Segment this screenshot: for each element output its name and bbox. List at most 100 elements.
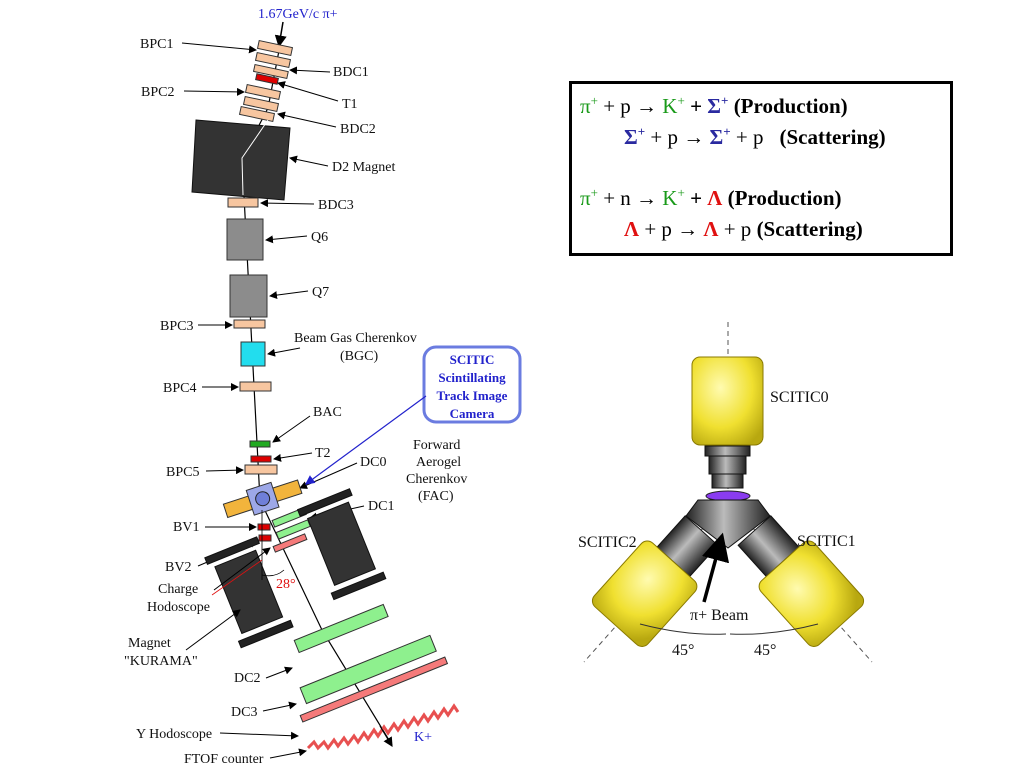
y-hodoscope-pointer <box>219 731 299 740</box>
t2-label: T2 <box>315 446 331 461</box>
scitic-callout-line4: Camera <box>450 406 495 421</box>
bpc5-label: BPC5 <box>166 465 199 480</box>
kurama-lower-pole-a <box>204 536 261 565</box>
reaction-equations: π+ + p → K+ + Σ+ (Production) Σ+ + p → Σ… <box>580 93 886 241</box>
q6-pointer <box>265 235 308 244</box>
beam-track-d2 <box>241 119 269 196</box>
kurama-label-line2: "KURAMA" <box>124 654 198 669</box>
scitic0-lens-1 <box>704 445 751 457</box>
bdc2-chamber <box>238 105 276 123</box>
bdc3-label: BDC3 <box>318 198 354 213</box>
bgc-label-line1: Beam Gas Cherenkov <box>294 331 417 346</box>
bpc1-label: BPC1 <box>140 37 173 52</box>
dc3-label: DC3 <box>231 705 257 720</box>
scitic0-lens-3 <box>711 473 744 489</box>
scitic1-camera-body <box>758 540 865 647</box>
kurama-lower-yoke <box>214 549 284 635</box>
dc2-label: DC2 <box>234 671 260 686</box>
bdc2-pointer <box>277 111 337 128</box>
kurama-label-line1: Magnet <box>128 636 171 651</box>
beam-label: 1.67GeV/c π+ <box>258 7 338 22</box>
scitic2-camera-body <box>591 540 698 647</box>
scitic-callout-line1: SCITIC <box>450 352 495 367</box>
bac-pointer <box>272 415 311 443</box>
kurama-upper-pole-a <box>296 488 353 517</box>
dc1-label: DC1 <box>368 499 394 514</box>
angle-right-label: 45° <box>754 642 776 659</box>
scitic0-camera-body <box>691 356 764 446</box>
angle-red-line <box>211 559 263 596</box>
scitic2-label: SCITIC2 <box>578 534 637 551</box>
bpc1-counter-b <box>254 51 292 69</box>
bpc2-label: BPC2 <box>141 85 174 100</box>
bpc1-counter <box>256 39 294 57</box>
dc0-label: DC0 <box>360 455 386 470</box>
bv2-counter <box>258 534 272 542</box>
q6-label: Q6 <box>311 230 328 245</box>
d2-magnet <box>191 119 291 201</box>
bpc2-pointer <box>183 87 245 96</box>
dc3-pointer <box>262 701 297 712</box>
fac-label-line2: Aerogel <box>416 455 461 470</box>
bgc-counter <box>240 341 266 367</box>
y-hodoscope <box>299 656 449 723</box>
scitic0-label: SCITIC0 <box>770 389 829 406</box>
scitic-callout-box <box>422 345 522 424</box>
bpc5-counter <box>244 464 278 475</box>
bv2-label: BV2 <box>165 560 191 575</box>
ftof-counter <box>306 703 460 751</box>
charge-hodoscope <box>272 533 308 553</box>
scitic0-lens-2 <box>708 455 747 475</box>
bdc2-label: BDC2 <box>340 122 376 137</box>
scitic-central-housing <box>685 499 771 549</box>
bpc4-counter <box>239 381 272 392</box>
bpc3-label: BPC3 <box>160 319 193 334</box>
bpc1-pointer <box>181 42 257 54</box>
kurama-lower-pole-b <box>237 619 294 649</box>
kplus-arrow <box>379 725 393 748</box>
charge-pointer <box>213 547 271 591</box>
q7-pointer <box>269 290 309 300</box>
bgc-label-line2: (BGC) <box>340 349 378 364</box>
reaction-equations-box: π+ + p → K+ + Σ+ (Production) Σ+ + p → Σ… <box>569 81 953 256</box>
bdc1-chamber <box>252 63 289 80</box>
bv1-counter <box>257 523 271 531</box>
kplus-label: K+ <box>414 730 432 745</box>
d2-magnet-label: D2 Magnet <box>332 160 395 175</box>
bdc1-pointer <box>289 66 331 75</box>
ftof-label: FTOF counter <box>184 752 264 767</box>
angle-left-label: 45° <box>672 642 694 659</box>
bac-counter <box>249 440 271 448</box>
charge-label-line2: Hodoscope <box>147 600 210 615</box>
pion-beam-label: π+ Beam <box>690 607 749 624</box>
q7-label: Q7 <box>312 285 329 300</box>
t1-pointer <box>277 81 339 102</box>
fac-label-line4: (FAC) <box>418 489 454 504</box>
target-cell <box>255 491 271 507</box>
bdc1-label: BDC1 <box>333 65 369 80</box>
angle-label: 28° <box>276 577 296 592</box>
bv1-label: BV1 <box>173 520 199 535</box>
scitic-target-assembly <box>222 479 303 519</box>
bdc3-pointer <box>260 199 315 208</box>
scitic-callout-line2: Scintillating <box>438 370 506 385</box>
beam-arrow <box>274 21 287 48</box>
t1-label: T1 <box>342 97 358 112</box>
kurama-upper-pole-b <box>330 571 387 601</box>
bpc2-counter <box>244 83 282 101</box>
dc2-chamber <box>293 603 389 654</box>
scitic-callout-pointer <box>305 395 427 485</box>
charge-label-line1: Charge <box>158 582 198 597</box>
bpc2-counter-b <box>242 95 280 113</box>
reaction-3: π+ + n → K+ + Λ (Production) <box>580 185 842 210</box>
q6-quadrupole <box>226 218 264 261</box>
angle-arc-right <box>729 623 819 635</box>
angle-arc-left <box>639 623 727 635</box>
angle-arc <box>261 569 285 577</box>
bpc4-label: BPC4 <box>163 381 196 396</box>
fac-label-line1: Forward <box>413 438 460 453</box>
kurama-upper-yoke <box>306 501 377 586</box>
dc2-pointer <box>265 666 293 679</box>
y-hodoscope-label: Y Hodoscope <box>136 727 212 742</box>
